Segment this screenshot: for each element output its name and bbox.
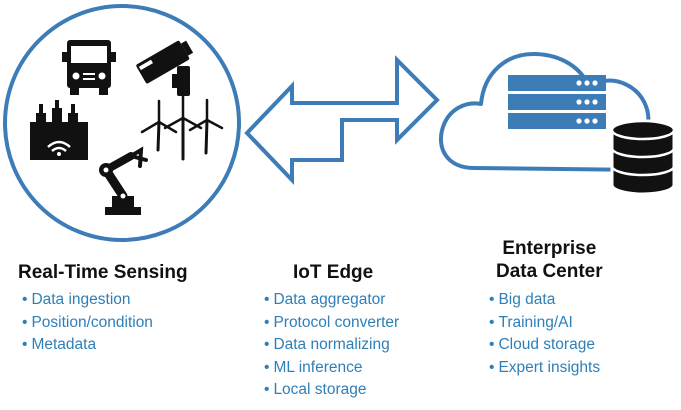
list-item: Data normalizing xyxy=(264,334,399,357)
edge-title: IoT Edge xyxy=(293,262,374,283)
bidirectional-arrow-icon xyxy=(244,55,440,185)
list-item: Data aggregator xyxy=(264,289,399,312)
list-item: Expert insights xyxy=(489,357,600,380)
sensing-feature-list: Data ingestion Position/condition Metada… xyxy=(22,289,153,357)
robot-arm-icon xyxy=(99,146,148,215)
list-item: Big data xyxy=(489,289,600,312)
wind-turbines-icon xyxy=(140,94,224,161)
list-item: Metadata xyxy=(22,334,153,357)
list-item: ML inference xyxy=(264,357,399,380)
database-icon xyxy=(610,119,676,196)
list-item: Position/condition xyxy=(22,312,153,335)
enterprise-title: Enterprise Data Center xyxy=(496,237,603,283)
sensing-title: Real-Time Sensing xyxy=(18,262,188,283)
list-item: Protocol converter xyxy=(264,312,399,335)
list-item: Training/AI xyxy=(489,312,600,335)
diagram-graphic xyxy=(3,4,676,242)
list-item: Cloud storage xyxy=(489,334,600,357)
enterprise-title-line2: Data Center xyxy=(496,261,603,282)
edge-feature-list: Data aggregator Protocol converter Data … xyxy=(264,289,399,402)
list-item: Local storage xyxy=(264,379,399,402)
security-camera-icon xyxy=(136,40,194,96)
truck-icon xyxy=(62,40,116,95)
enterprise-title-line1: Enterprise xyxy=(502,238,597,259)
enterprise-feature-list: Big data Training/AI Cloud storage Exper… xyxy=(489,289,600,379)
list-item: Data ingestion xyxy=(22,289,153,312)
factory-icon xyxy=(30,100,88,160)
server-rack-icon xyxy=(508,75,606,129)
